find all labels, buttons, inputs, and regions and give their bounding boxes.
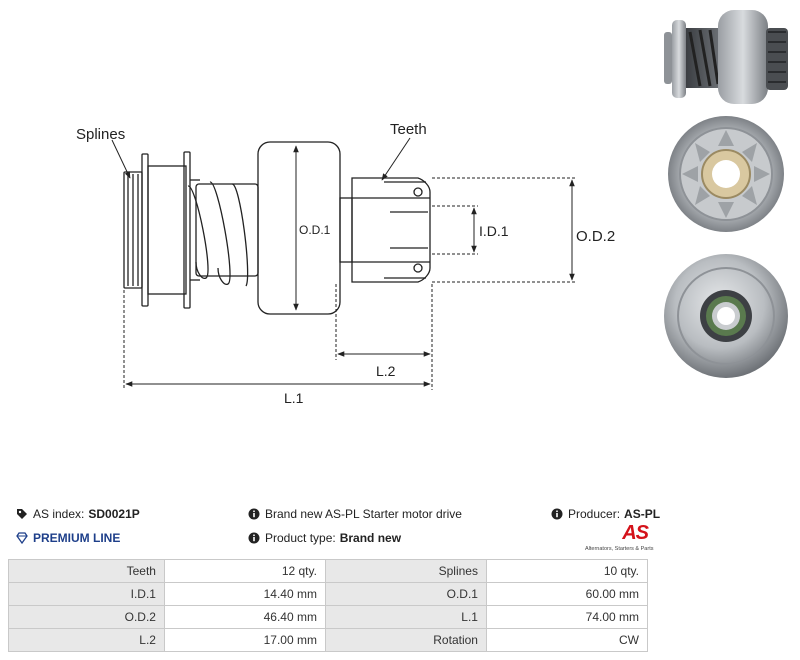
as-index-label: AS index: bbox=[33, 507, 85, 521]
spec-value: 12 qty. bbox=[163, 559, 326, 583]
spec-value: CW bbox=[485, 628, 649, 652]
as-index-value: SD0021P bbox=[88, 507, 140, 521]
spec-label: O.D.2 bbox=[8, 605, 165, 629]
product-photo-pinion-face bbox=[660, 112, 792, 236]
as-pl-logo: AS Alternators, Starters & Parts bbox=[585, 522, 654, 552]
as-index-row: AS index: SD0021P bbox=[16, 507, 140, 521]
splines-leader bbox=[111, 139, 131, 179]
description-text: Brand new AS-PL Starter motor drive bbox=[265, 507, 462, 521]
spec-label: I.D.1 bbox=[8, 582, 165, 606]
spline-hub bbox=[123, 171, 143, 289]
teeth-leader bbox=[381, 137, 411, 181]
l2-label: L.2 bbox=[376, 363, 396, 379]
technical-drawing: Splines Teeth O.D.1 I.D.1 O.D.2 L.2 L.1 bbox=[76, 121, 615, 406]
od1-label: O.D.1 bbox=[299, 223, 331, 237]
neck bbox=[339, 197, 353, 263]
producer-value: AS-PL bbox=[624, 507, 661, 521]
spring-housing bbox=[195, 183, 259, 277]
product-photo-side bbox=[660, 6, 792, 108]
spec-label: O.D.1 bbox=[324, 582, 487, 606]
flange-outer bbox=[141, 153, 149, 307]
info-icon bbox=[248, 532, 260, 544]
flange-plate bbox=[147, 165, 187, 295]
spec-value: 60.00 mm bbox=[485, 582, 649, 606]
spec-value: 74.00 mm bbox=[485, 605, 649, 629]
producer-label: Producer: bbox=[568, 507, 621, 521]
splines-label: Splines bbox=[76, 126, 125, 143]
premium-line-label: PREMIUM LINE bbox=[33, 531, 121, 545]
spring-coil-1 bbox=[187, 185, 209, 279]
spec-label: L.2 bbox=[8, 628, 165, 652]
spec-value: 46.40 mm bbox=[163, 605, 326, 629]
product-type-value: Brand new bbox=[339, 531, 402, 545]
spec-label: Teeth bbox=[8, 559, 165, 583]
spec-label: Splines bbox=[324, 559, 487, 583]
premium-line-row: PREMIUM LINE bbox=[16, 531, 120, 545]
l1-label: L.1 bbox=[284, 390, 304, 406]
spec-label: L.1 bbox=[324, 605, 487, 629]
od2-label: O.D.2 bbox=[576, 228, 615, 245]
spec-value: 17.00 mm bbox=[163, 628, 326, 652]
spec-value: 10 qty. bbox=[485, 559, 649, 583]
spring-coil-3 bbox=[231, 183, 249, 287]
info-icon bbox=[248, 508, 260, 520]
id1-label: I.D.1 bbox=[479, 223, 509, 239]
producer-row: Producer: AS-PL bbox=[551, 507, 660, 521]
product-type-row: Product type: Brand new bbox=[248, 531, 401, 545]
spec-label: Rotation bbox=[324, 628, 487, 652]
spec-value: 14.40 mm bbox=[163, 582, 326, 606]
logo-slogan: Alternators, Starters & Parts bbox=[585, 546, 654, 552]
info-icon bbox=[551, 508, 563, 520]
tag-icon bbox=[17, 509, 27, 519]
description-row: Brand new AS-PL Starter motor drive bbox=[248, 507, 462, 521]
teeth-label: Teeth bbox=[390, 121, 427, 138]
product-photo-rear bbox=[660, 244, 792, 384]
flange-ring bbox=[183, 151, 191, 309]
spring-coil-2 bbox=[209, 181, 231, 285]
logo-brand: AS bbox=[622, 522, 649, 544]
product-type-label: Product type: bbox=[265, 531, 336, 545]
pinion-gear bbox=[351, 177, 431, 283]
diamond-icon bbox=[16, 532, 28, 544]
